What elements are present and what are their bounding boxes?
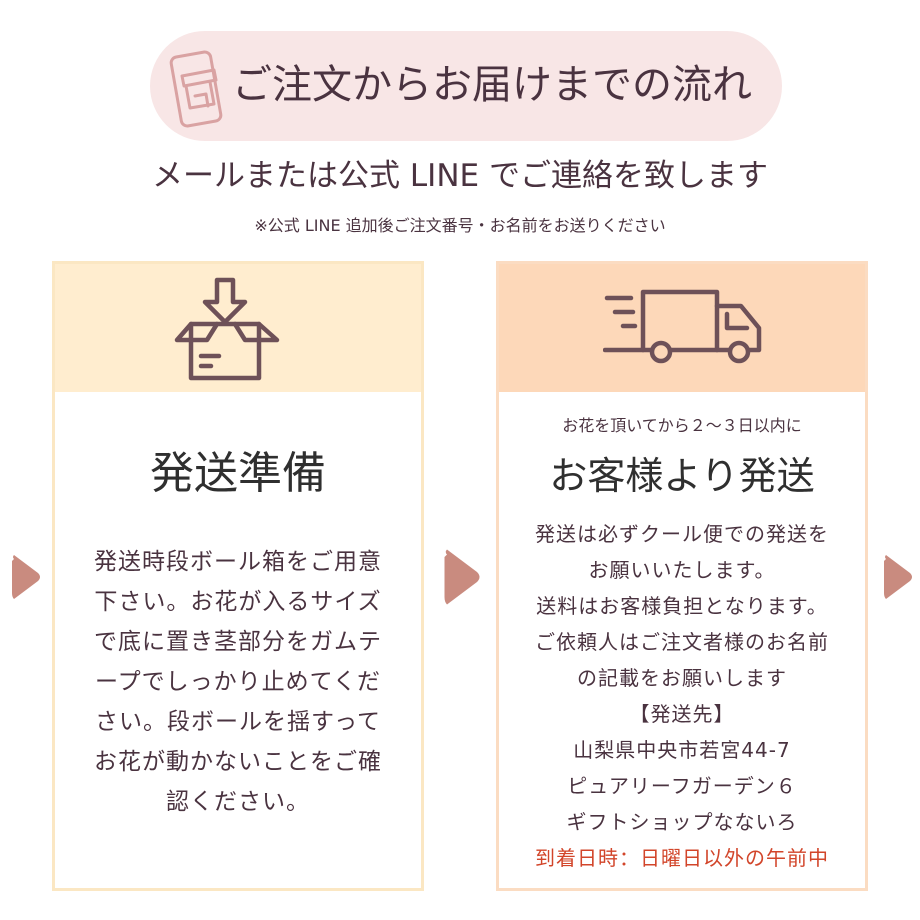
card-header [55,264,421,392]
contact-note: ※公式 LINE 追加後ご注文番号・お名前をお送りください [254,216,666,235]
step-description-line: ピュアリーフガーデン６ [567,774,797,798]
step-description-line: お花が動かないことをご確 [94,749,382,775]
step-description: 発送は必ずクール便での発送を お願いいたします。 送料はお客様負担となります。 … [499,516,865,876]
step-description-line: で底に置き茎部分をガムテ [94,629,382,655]
arrow-right-icon [12,555,40,599]
page-title: ご注文からお届けまでの流れ [232,62,752,108]
step-card-preparation: 発送準備 発送時段ボール箱をご用意 下さい。お花が入るサイズ で底に置き茎部分を… [52,261,424,891]
delivery-truck-icon [603,289,762,364]
step-description-line: 送料はお客様負担となります。 [536,594,828,618]
step-description-line: の記載をお願いします [577,666,787,690]
step-description-line: 下さい。お花が入るサイズ [94,589,382,615]
smartphone-shop-icon [169,50,223,128]
step-description-line: 山梨県中央市若宮44-7 [573,738,791,762]
step-description-line: ご依頼人はご注文者様のお名前 [535,630,829,654]
step-description-line: 発送時段ボール箱をご用意 [94,549,382,575]
step-description-line: ープでしっかり止めてくだ [95,669,381,695]
step-description-line: お願いいたします。 [588,558,776,582]
arrow-right-icon [444,549,480,605]
step-title: お客様より発送 [549,454,815,498]
step-description: 発送時段ボール箱をご用意 下さい。お花が入るサイズ で底に置き茎部分をガムテ ー… [55,542,421,822]
title-pill [150,31,782,141]
step-pretitle: お花を頂いてから２～３日以内に [562,416,802,435]
box-download-icon [174,277,280,381]
step-description-line: 認ください。 [166,789,310,815]
step-description-line: 【発送先】 [629,702,735,726]
step-description-line: 発送は必ずクール便での発送を [535,522,829,546]
step-card-shipping: お花を頂いてから２～３日以内に お客様より発送 発送は必ずクール便での発送を お… [496,261,868,891]
arrow-right-icon [884,555,912,599]
arrival-time-note: 到着日時：日曜日以外の午前中 [535,846,829,870]
contact-subtitle: メールまたは公式 LINE でご連絡を致します [152,158,768,194]
card-header [499,264,865,392]
step-description-line: ギフトショップなないろ [566,810,798,834]
step-title: 発送準備 [150,448,326,499]
step-description-line: さい。段ボールを揺すって [95,709,381,735]
